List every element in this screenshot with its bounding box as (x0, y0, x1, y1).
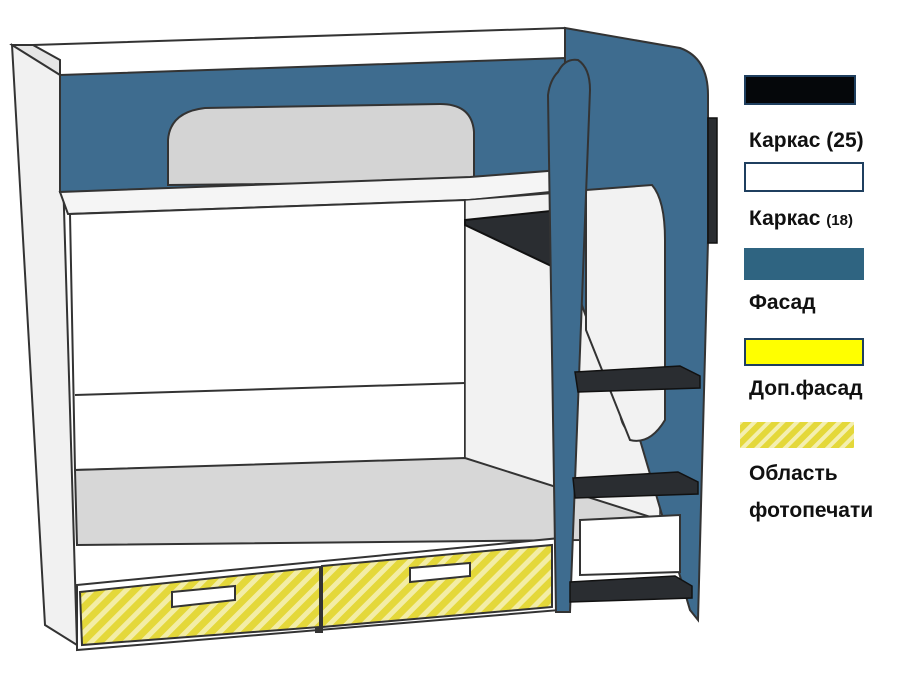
lower-bed-step (579, 513, 681, 577)
ladder-step-2 (572, 471, 699, 499)
legend-extra-facade-swatch (744, 338, 864, 366)
legend-frame18-text: Каркас (749, 207, 821, 230)
legend-frame25-text: Каркас (749, 129, 821, 152)
bed-foot (315, 627, 323, 633)
legend-facade-text: Фасад (749, 291, 816, 314)
legend-frame18-swatch (744, 162, 864, 192)
drawer-right-handle (409, 561, 471, 584)
legend-frame25-swatch (744, 75, 856, 105)
drawer-left-handle (171, 584, 236, 609)
legend-photo-print-line2: фотопечати (749, 499, 874, 522)
legend-facade-label: Фасад (749, 292, 816, 313)
legend-frame25-suffix: (25) (826, 129, 864, 152)
legend-photo-print-label-1: Область (749, 463, 838, 484)
headboard-bumper (707, 117, 718, 244)
legend-extra-facade-label: Доп.фасад (749, 378, 863, 399)
legend-photo-print-label-2: фотопечати (749, 500, 873, 521)
ladder-rail (546, 58, 592, 613)
upper-panel-cutout (167, 102, 475, 187)
legend-frame25-label: Каркас (25) (749, 130, 864, 151)
lower-back-wall (68, 198, 466, 472)
drawer-right (321, 543, 553, 629)
legend-extra-facade-text: Доп.фасад (749, 377, 863, 400)
legend-photo-print-swatch (740, 422, 854, 448)
legend-frame18-label: Каркас (18) (749, 208, 853, 229)
legend-photo-print-line1: Область (749, 462, 838, 485)
ladder-step-1 (574, 365, 701, 393)
legend-facade-swatch (744, 248, 864, 280)
legend-frame18-suffix: (18) (826, 212, 853, 229)
ladder-step-3 (569, 575, 693, 603)
